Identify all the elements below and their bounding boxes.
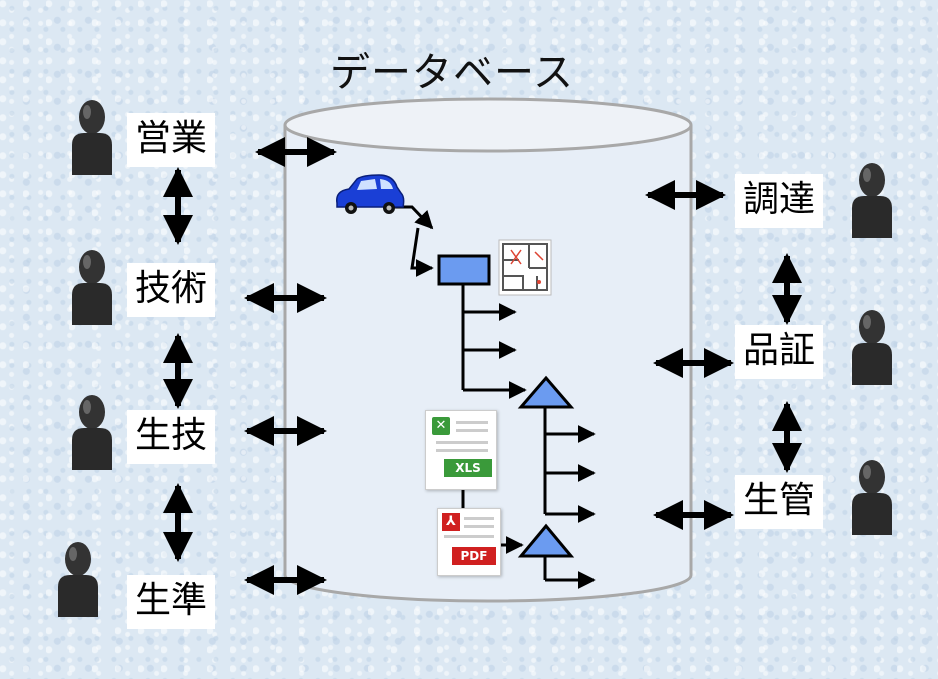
diagram-title: データベース [330,50,574,96]
person-icon-eigyo [72,100,112,175]
dept-label-chotatsu: 調達 [735,174,824,228]
data-tree [395,205,596,589]
drawing-icon [498,239,552,296]
xls-badge: XLS [444,459,492,477]
dept-label-seijun: 生準 [127,575,216,629]
dept-label-hinsho: 品証 [735,325,824,379]
person-icon-hinsho [852,310,892,385]
dept-label-gijutsu: 技術 [127,263,216,317]
spreadsheet-file-icon: ✕ XLS [425,410,497,490]
pdf-file-icon: ⅄ PDF [437,508,501,576]
dept-label-seigi: 生技 [127,410,216,464]
dept-label-eigyo: 営業 [127,113,216,167]
data-block [437,254,491,286]
person-icon-chotatsu [852,163,892,238]
person-icon-seikan [852,460,892,535]
person-icon-gijutsu [72,250,112,325]
data-node-triangle [517,523,575,558]
dept-label-seikan: 生管 [735,475,824,529]
connection-arrows [163,137,802,595]
person-icon-seijun [58,542,98,617]
database-cylinder [283,97,693,603]
car-icon [336,174,405,214]
pdf-badge: PDF [452,547,496,565]
data-node-triangle [517,375,575,409]
person-icon-seigi [72,395,112,470]
